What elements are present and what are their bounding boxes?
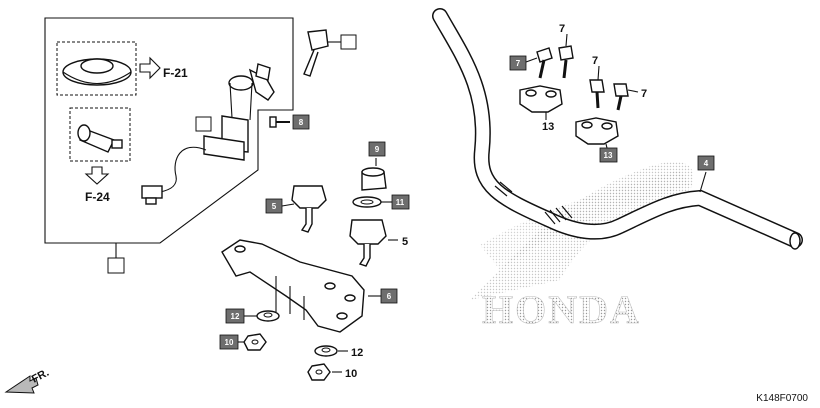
front-arrow-icon — [4, 375, 39, 394]
callout-12-right[interactable]: 12 — [351, 347, 363, 359]
bolt-7-d-part — [613, 83, 629, 111]
nut-10-lower-part — [307, 363, 331, 381]
svg-text:12: 12 — [231, 312, 240, 321]
key-tag — [340, 34, 357, 50]
callout-7-d[interactable]: 7 — [641, 88, 647, 100]
washer-11-part — [352, 196, 382, 208]
washer-12-lower-part — [314, 345, 338, 357]
callout-13-b[interactable]: 13 — [599, 147, 618, 163]
callout-9[interactable]: 9 — [368, 141, 386, 157]
nut-10-upper-part — [243, 333, 267, 351]
front-direction-indicator: FR. — [4, 367, 51, 394]
callout-4[interactable]: 4 — [697, 155, 715, 171]
callout-7-a[interactable]: 7 — [509, 55, 527, 71]
svg-text:6: 6 — [387, 292, 392, 301]
callout-11[interactable]: 11 — [391, 194, 410, 210]
ignition-switch-part — [141, 63, 275, 205]
bracket-6-part — [221, 239, 365, 333]
fuel-cap-dashed-box — [56, 41, 137, 96]
svg-text:10: 10 — [225, 338, 234, 347]
ref-f24[interactable]: F-24 — [85, 190, 110, 204]
ignition-group-tag — [107, 257, 125, 274]
diagram-code: K148F0700 — [756, 393, 808, 404]
callout-7-b[interactable]: 7 — [559, 23, 565, 35]
callout-13-a[interactable]: 13 — [542, 121, 554, 133]
callout-8[interactable]: 8 — [292, 114, 310, 130]
front-label: FR. — [30, 367, 51, 386]
holder-5-upper-part — [291, 185, 327, 233]
svg-text:7: 7 — [516, 59, 521, 68]
bolt-7-c-part — [589, 79, 605, 109]
honda-wing-stripe — [480, 170, 690, 270]
svg-text:4: 4 — [704, 159, 709, 168]
f21-arrow-icon — [139, 56, 161, 80]
callout-12-left[interactable]: 12 — [225, 308, 245, 324]
callout-5-right[interactable]: 5 — [402, 236, 408, 248]
ignition-switch-tag — [195, 116, 212, 132]
seat-lock-dashed-box — [69, 107, 131, 162]
handlebar-4-part — [432, 8, 803, 250]
svg-text:11: 11 — [396, 198, 405, 207]
bolt-7-a-part — [536, 47, 553, 79]
upper-holder-13-b-part — [575, 117, 619, 145]
f24-arrow-icon — [84, 166, 110, 185]
fuel-cap-part — [62, 58, 132, 86]
ignition-group-outline — [44, 17, 294, 244]
seat-lock-part — [77, 124, 123, 153]
bolt-7-b-part — [558, 45, 574, 79]
callout-10-left[interactable]: 10 — [219, 334, 239, 350]
ref-f21[interactable]: F-21 — [163, 66, 188, 80]
callout-6[interactable]: 6 — [380, 288, 398, 304]
svg-text:9: 9 — [375, 145, 380, 154]
svg-text:8: 8 — [299, 118, 304, 127]
upper-holder-13-a-part — [519, 85, 563, 113]
svg-text:13: 13 — [604, 151, 613, 160]
honda-wordmark: HONDA — [482, 287, 641, 332]
holder-5-lower-part — [349, 219, 387, 267]
svg-text:5: 5 — [272, 202, 277, 211]
callout-10-right[interactable]: 10 — [345, 368, 357, 380]
callout-7-c[interactable]: 7 — [592, 55, 598, 67]
key-part — [303, 29, 329, 77]
callout-5-left[interactable]: 5 — [265, 198, 283, 214]
screw-8-part — [269, 116, 290, 128]
